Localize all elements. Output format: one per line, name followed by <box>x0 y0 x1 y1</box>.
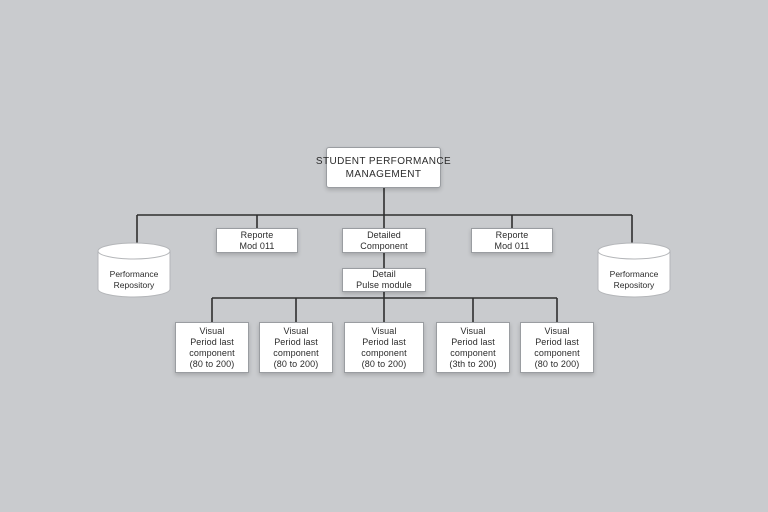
leaf-node-2[interactable]: Visual Period last component (80 to 200) <box>259 322 333 373</box>
leaf-label: Period last <box>274 336 318 347</box>
leaf-label: component <box>189 347 235 358</box>
leaf-label: (80 to 200) <box>361 358 407 369</box>
node-label: Detail <box>372 269 396 279</box>
database-icon <box>597 242 671 298</box>
leaf-label: Visual <box>460 325 486 336</box>
leaf-label: component <box>534 347 580 358</box>
leaf-label: Visual <box>544 325 570 336</box>
leaf-label: component <box>361 347 407 358</box>
leaf-label: (80 to 200) <box>189 358 235 369</box>
leaf-node-4[interactable]: Visual Period last component (3th to 200… <box>436 322 510 373</box>
database-label: Repository <box>113 280 155 290</box>
root-title-line2: MANAGEMENT <box>345 168 422 180</box>
leaf-label: Visual <box>283 325 309 336</box>
node-label: Reporte <box>495 229 529 240</box>
leaf-label: component <box>273 347 319 358</box>
level2-node[interactable]: Detail Pulse module <box>342 268 426 292</box>
node-label: Mod 011 <box>494 240 530 251</box>
root-title-line1: STUDENT PERFORMANCE <box>315 155 452 167</box>
database-label: Performance <box>109 269 159 279</box>
leaf-label: Period last <box>535 336 579 347</box>
leaf-label: (3th to 200) <box>449 358 497 369</box>
leaf-node-3[interactable]: Visual Period last component (80 to 200) <box>344 322 424 373</box>
node-label: Pulse module <box>356 280 412 290</box>
node-label: Component <box>360 240 408 251</box>
database-icon <box>97 242 171 298</box>
leaf-node-1[interactable]: Visual Period last component (80 to 200) <box>175 322 249 373</box>
node-label: Mod 011 <box>239 240 275 251</box>
database-label: Performance <box>609 269 659 279</box>
leaf-node-5[interactable]: Visual Period last component (80 to 200) <box>520 322 594 373</box>
database-left[interactable]: Performance Repository <box>97 241 171 299</box>
root-node[interactable]: STUDENT PERFORMANCE MANAGEMENT <box>316 147 451 188</box>
level1-node-left[interactable]: Reporte Mod 011 <box>216 228 298 253</box>
leaf-label: Visual <box>199 325 225 336</box>
level1-node-right[interactable]: Reporte Mod 011 <box>471 228 553 253</box>
leaf-label: Period last <box>451 336 495 347</box>
node-label: Reporte <box>240 229 274 240</box>
database-right[interactable]: Performance Repository <box>597 241 671 299</box>
leaf-label: (80 to 200) <box>273 358 319 369</box>
leaf-label: Period last <box>190 336 234 347</box>
leaf-label: (80 to 200) <box>534 358 580 369</box>
leaf-label: Visual <box>371 325 397 336</box>
level1-node-center[interactable]: Detailed Component <box>342 228 426 253</box>
leaf-label: component <box>450 347 496 358</box>
database-label: Repository <box>613 280 655 290</box>
node-label: Detailed <box>367 229 401 240</box>
leaf-label: Period last <box>362 336 406 347</box>
